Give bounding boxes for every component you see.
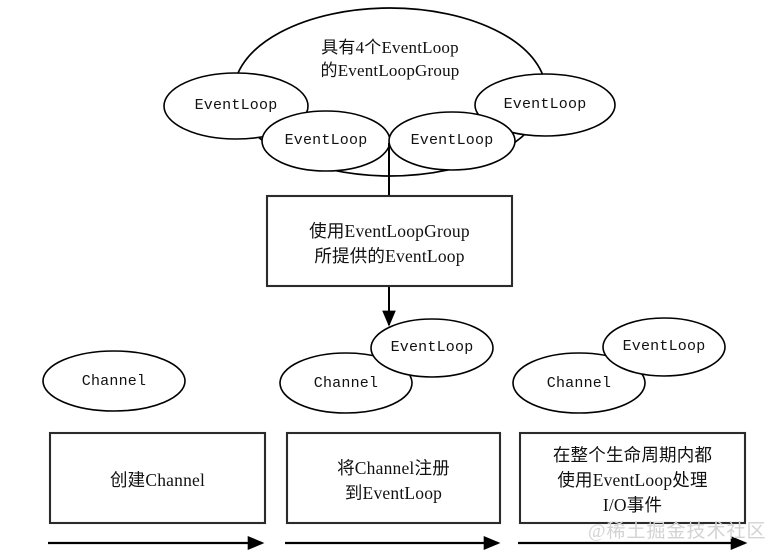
middle-box-shape: [265, 194, 514, 288]
stage-2-eventloop-ellipse[interactable]: [370, 318, 494, 378]
eventloop-ellipse-center-left[interactable]: [261, 110, 391, 172]
stage-3-box-shape: [518, 431, 747, 525]
stage-1-channel-ellipse[interactable]: [42, 350, 186, 412]
stage-2-box-shape: [285, 431, 502, 525]
eventloop-ellipse-left[interactable]: [163, 72, 309, 140]
stage-2-channel-ellipse[interactable]: [279, 352, 413, 414]
eventloop-ellipse-right[interactable]: [474, 73, 616, 137]
eventloop-ellipse-center-right[interactable]: [388, 111, 516, 171]
stage-3-channel-ellipse[interactable]: [512, 352, 646, 414]
stage-1-box-shape: [48, 431, 267, 525]
stage-3-eventloop-ellipse[interactable]: [602, 317, 726, 377]
